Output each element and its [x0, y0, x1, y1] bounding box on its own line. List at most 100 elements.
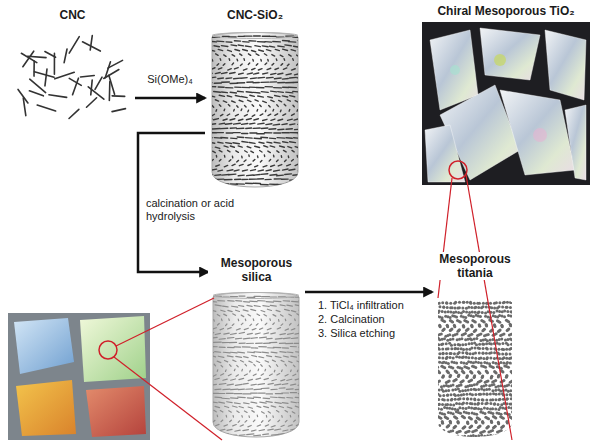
- pore-channel: [224, 314, 227, 315]
- nanocrystal-rod: [211, 59, 213, 61]
- titania-particle: [450, 436, 453, 439]
- nanocrystal-rod: [278, 82, 285, 84]
- nanocrystal-rod: [255, 45, 260, 47]
- nanocrystal-rod: [104, 70, 119, 79]
- nanocrystal-rod: [252, 68, 255, 69]
- pore-channel: [236, 310, 240, 311]
- pore-channel: [251, 309, 256, 310]
- titania-particle: [499, 389, 502, 392]
- titania-particle: [462, 355, 465, 358]
- pore-channel: [265, 323, 267, 325]
- nanocrystal-rod: [254, 137, 261, 139]
- connectors: [135, 98, 432, 292]
- pore-channel: [275, 384, 281, 386]
- zoom-leader-line: [438, 178, 452, 298]
- titania-particle: [505, 374, 508, 377]
- titania-particle: [467, 389, 470, 392]
- titania-particle: [458, 351, 461, 354]
- titania-particle: [442, 361, 445, 364]
- titania-particle: [449, 374, 452, 377]
- nanocrystal-rod: [90, 36, 92, 50]
- titania-particle: [507, 390, 510, 393]
- pore-channel: [210, 384, 217, 386]
- titania-particle: [514, 343, 517, 346]
- zoom-leader-line: [114, 357, 222, 440]
- pore-channel: [270, 305, 276, 307]
- titania-particle: [438, 348, 441, 351]
- pore-channel: [248, 425, 251, 426]
- titania-particle: [451, 388, 454, 391]
- pore-channel: [299, 430, 305, 431]
- titania-particle: [491, 407, 494, 410]
- pore-channel: [211, 337, 217, 339]
- titania-particle: [490, 342, 493, 345]
- nanocrystal-rod: [213, 151, 216, 153]
- nanocrystal-rod: [263, 166, 267, 167]
- pore-channel: [269, 366, 270, 368]
- titania-particle: [516, 412, 519, 415]
- pore-channel: [296, 424, 299, 425]
- nanocrystal-rod: [261, 173, 268, 175]
- titania-particle: [436, 334, 439, 337]
- pore-channel: [237, 365, 239, 367]
- titania-particle: [493, 351, 496, 354]
- titania-particle: [482, 393, 485, 396]
- titania-particle: [513, 374, 516, 377]
- titania-particle: [470, 417, 473, 420]
- titania-particle: [461, 370, 464, 373]
- pore-channel: [248, 314, 251, 315]
- pore-channel: [248, 351, 255, 353]
- nanocrystal-rod: [271, 119, 275, 120]
- titania-particle: [513, 421, 516, 424]
- nanocrystal-rod: [232, 164, 235, 165]
- pore-channel: [238, 396, 246, 398]
- titania-particle: [458, 306, 461, 309]
- titania-particle: [480, 364, 483, 367]
- pore-channel: [251, 392, 258, 393]
- titania-particle: [462, 401, 465, 404]
- pore-channel: [288, 425, 292, 426]
- pore-channel: [279, 406, 283, 407]
- pore-channel: [286, 388, 293, 390]
- nanocrystal-rod: [252, 115, 255, 116]
- titania-particle: [470, 306, 473, 309]
- pore-channel: [232, 415, 234, 417]
- pore-channel: [252, 411, 254, 413]
- nanocrystal-rod: [211, 160, 213, 162]
- titania-particle: [462, 379, 465, 382]
- pore-channel: [262, 412, 265, 414]
- titania-particle: [455, 402, 458, 405]
- nanocrystal-rod: [292, 159, 294, 161]
- pore-channel: [239, 332, 244, 333]
- titania-particle: [486, 379, 489, 382]
- nanocrystal-rod: [228, 150, 230, 152]
- titania-particle: [467, 406, 470, 409]
- nanocrystal-rod: [241, 156, 243, 158]
- titania-particle: [492, 426, 495, 429]
- titania-particle: [497, 375, 500, 378]
- pore-channel: [229, 342, 236, 343]
- pore-channel: [267, 328, 271, 329]
- nanocrystal-rod: [249, 142, 255, 144]
- titania-particle: [480, 434, 483, 437]
- titania-particle: [467, 360, 470, 363]
- titania-particle: [448, 434, 451, 437]
- titania-particle: [434, 421, 437, 424]
- pore-channel: [221, 319, 223, 321]
- pore-channel: [263, 305, 269, 307]
- titania-particle: [462, 397, 465, 400]
- titania-particle: [500, 426, 503, 429]
- heading-label: Mesoporous silica: [208, 256, 305, 284]
- nanocrystal-rod: [294, 45, 300, 47]
- pore-channel: [276, 411, 278, 413]
- pore-channel: [211, 356, 216, 357]
- nanocrystal-rod: [290, 179, 297, 181]
- pore-channel: [283, 356, 288, 357]
- nanocrystal-rod: [230, 119, 235, 120]
- titania-particle: [450, 393, 453, 396]
- nanocrystal-rod: [270, 174, 277, 176]
- titania-particle: [490, 306, 493, 309]
- pore-channel: [245, 319, 247, 321]
